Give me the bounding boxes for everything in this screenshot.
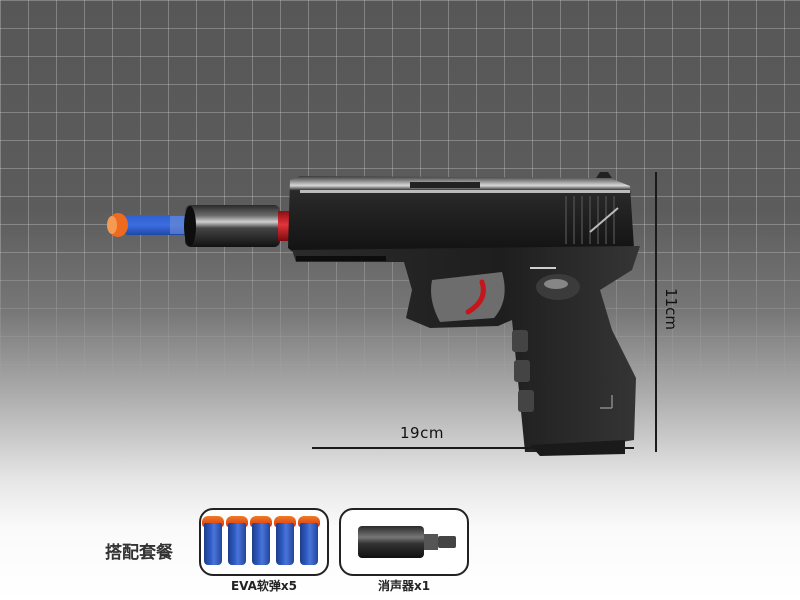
accessory-silencer-label: 消声器x1 xyxy=(377,579,431,593)
height-dimension-line xyxy=(655,172,657,452)
length-dimension-line xyxy=(312,447,634,449)
package-title: 搭配套餐 xyxy=(105,543,173,563)
pistol-slide xyxy=(288,172,634,256)
silencer-icon xyxy=(358,526,456,558)
length-dimension-label: 19cm xyxy=(400,424,444,442)
foam-dart xyxy=(107,213,192,237)
height-dimension-label: 11cm xyxy=(662,288,680,330)
accessory-darts-label: EVA软弹x5 xyxy=(230,579,298,593)
silencer xyxy=(184,205,294,247)
pistol-frame xyxy=(292,246,640,456)
